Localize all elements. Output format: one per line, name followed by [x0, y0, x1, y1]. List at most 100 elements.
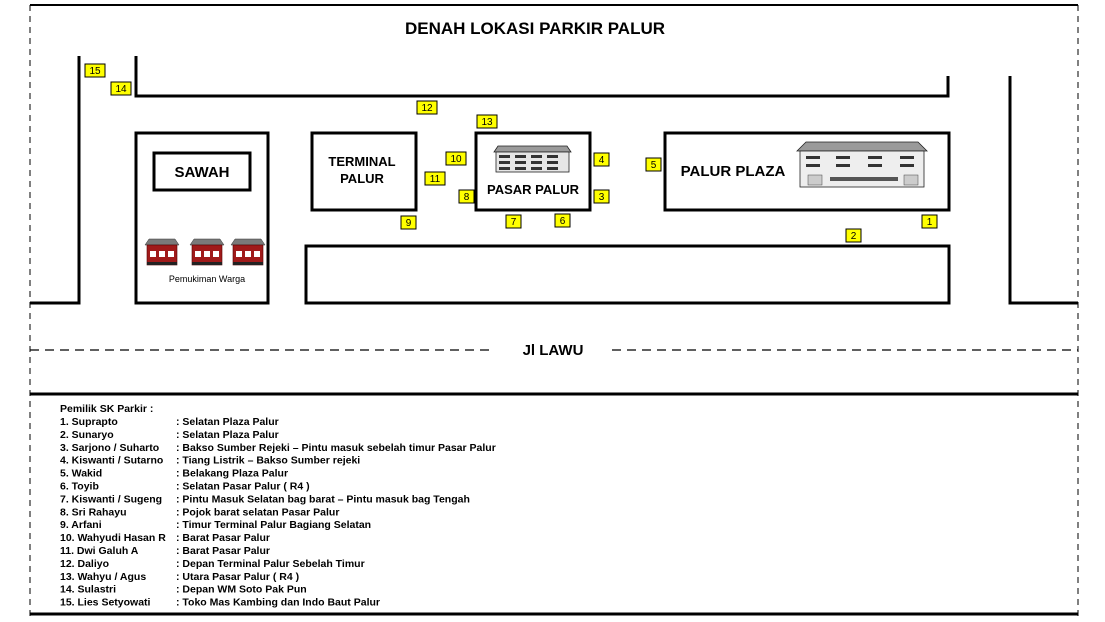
parking-marker-number: 7	[511, 217, 517, 228]
legend-row: 10. Wahyudi Hasan R : Barat Pasar Palur	[60, 532, 270, 544]
legend-owner: 1. Suprapto	[60, 416, 118, 428]
legend: Pemilik SK Parkir : 1. Suprapto : Selatan…	[60, 403, 496, 609]
legend-location: : Barat Pasar Palur	[176, 545, 270, 557]
mall-building-icon	[796, 141, 928, 188]
legend-row: 4. Kiswanti / Sutarno : Tiang Listrik – B…	[60, 455, 360, 467]
pemukiman-label: Pemukiman Warga	[169, 274, 245, 284]
legend-location: : Depan Terminal Palur Sebelah Timur	[176, 558, 365, 570]
parking-marker-1: 1	[921, 214, 938, 229]
terminal-label-line2: PALUR	[340, 171, 384, 186]
legend-row: 5. Wakid: Belakang Plaza Palur	[60, 468, 288, 480]
legend-location: : Toko Mas Kambing dan Indo Baut Palur	[176, 597, 380, 609]
map-frame	[29, 4, 1079, 620]
legend-row: 12. Daliyo : Depan Terminal Palur Sebelah…	[60, 558, 365, 570]
parking-marker-number: 13	[481, 117, 493, 128]
legend-owner: 15. Lies Setyowati	[60, 597, 151, 609]
legend-heading: Pemilik SK Parkir :	[60, 403, 153, 415]
parking-marker-number: 15	[89, 66, 101, 77]
legend-owner: 14. Sulastri	[60, 584, 116, 596]
legend-location: : Utara Pasar Palur ( R4 )	[176, 571, 299, 583]
legend-owner: 11. Dwi Galuh A	[60, 545, 139, 557]
house-icons	[144, 238, 266, 266]
legend-location: : Selatan Pasar Palur ( R4 )	[176, 481, 310, 493]
parking-marker-box	[554, 213, 571, 228]
legend-row: 15. Lies Setyowati : Toko Mas Kambing dan…	[60, 597, 380, 609]
legend-location: : Bakso Sumber Rejeki – Pintu masuk sebe…	[176, 442, 496, 454]
parking-marker-number: 1	[927, 217, 933, 228]
house-icon	[189, 238, 225, 266]
legend-location: : Pojok barat selatan Pasar Palur	[176, 506, 339, 518]
legend-location: : Belakang Plaza Palur	[176, 468, 288, 480]
south-block	[304, 244, 951, 305]
legend-location: : Selatan Plaza Palur	[176, 416, 279, 428]
parking-marker-number: 14	[115, 84, 127, 95]
house-icon	[230, 238, 266, 266]
parking-marker-box	[505, 214, 522, 229]
parking-marker-box	[476, 114, 498, 129]
parking-marker-12: 12	[416, 100, 438, 115]
legend-location: : Barat Pasar Palur	[176, 532, 270, 544]
parking-marker-number: 10	[450, 154, 462, 165]
legend-location: : Tiang Listrik – Bakso Sumber rejeki	[176, 455, 360, 467]
legend-row: 11. Dwi Galuh A : Barat Pasar Palur	[60, 545, 270, 557]
legend-owner: 3. Sarjono / Suharto	[60, 442, 159, 454]
map-title: DENAH LOKASI PARKIR PALUR	[405, 19, 665, 38]
legend-location: : Selatan Plaza Palur	[176, 429, 279, 441]
parking-marker-box	[445, 151, 467, 166]
parking-marker-number: 4	[599, 155, 605, 166]
market-building-icon	[493, 145, 572, 173]
house-icon	[144, 238, 180, 266]
parking-marker-box	[645, 157, 662, 172]
parking-marker-3: 3	[593, 189, 610, 204]
parking-marker-10: 10	[445, 151, 467, 166]
legend-owner: 4. Kiswanti / Sutarno	[60, 455, 163, 467]
legend-owner: 6. Toyib	[60, 481, 99, 493]
legend-owner: 7. Kiswanti / Sugeng	[60, 493, 162, 505]
legend-owner: 12. Daliyo	[60, 558, 109, 570]
legend-owner: 10. Wahyudi Hasan R	[60, 532, 166, 544]
legend-location: : Depan WM Soto Pak Pun	[176, 584, 307, 596]
parking-marker-6: 6	[554, 213, 571, 228]
parking-marker-9: 9	[400, 215, 417, 230]
legend-row: 7. Kiswanti / Sugeng : Pintu Masuk Selata…	[60, 493, 470, 505]
sawah-box	[152, 151, 252, 192]
parking-marker-box	[424, 171, 446, 186]
parking-marker-number: 2	[851, 231, 857, 242]
parking-marker-number: 5	[651, 160, 657, 171]
parking-marker-number: 11	[430, 174, 441, 185]
parking-marker-7: 7	[505, 214, 522, 229]
parking-marker-box	[84, 63, 106, 78]
parking-marker-box	[845, 228, 862, 243]
terminal-block	[310, 131, 418, 212]
parking-marker-box	[400, 215, 417, 230]
legend-location: : Pintu Masuk Selatan bag barat – Pintu …	[176, 493, 470, 505]
parking-marker-15: 15	[84, 63, 106, 78]
parking-marker-box	[458, 189, 475, 204]
parking-marker-box	[416, 100, 438, 115]
legend-owner: 8. Sri Rahayu	[60, 506, 127, 518]
parking-marker-4: 4	[593, 152, 610, 167]
legend-owner: 13. Wahyu / Agus	[60, 571, 146, 583]
sawah-label: SAWAH	[174, 164, 229, 181]
parking-marker-number: 9	[406, 218, 412, 229]
road-edges	[30, 56, 1078, 305]
parking-marker-8: 8	[458, 189, 475, 204]
parking-marker-number: 3	[599, 192, 605, 203]
plaza-label: PALUR PLAZA	[681, 163, 786, 180]
legend-row: 13. Wahyu / Agus : Utara Pasar Palur ( R4…	[60, 571, 299, 583]
legend-owner: 9. Arfani	[60, 519, 102, 531]
legend-row: 14. Sulastri : Depan WM Soto Pak Pun	[60, 584, 307, 596]
road-label: Jl LAWU	[523, 342, 584, 359]
parking-marker-number: 8	[464, 192, 470, 203]
parking-marker-box	[593, 189, 610, 204]
legend-row: 8. Sri Rahayu : Pojok barat selatan Pasar…	[60, 506, 339, 518]
parking-marker-number: 12	[421, 103, 433, 114]
parking-marker-13: 13	[476, 114, 498, 129]
parking-marker-5: 5	[645, 157, 662, 172]
pasar-label: PASAR PALUR	[487, 182, 580, 197]
parking-marker-box	[593, 152, 610, 167]
legend-row: 2. Sunaryo : Selatan Plaza Palur	[60, 429, 279, 441]
legend-row: 9. Arfani: Timur Terminal Palur Bagiang …	[60, 519, 371, 531]
parking-marker-number: 6	[560, 216, 566, 227]
legend-owner: 2. Sunaryo	[60, 429, 114, 441]
